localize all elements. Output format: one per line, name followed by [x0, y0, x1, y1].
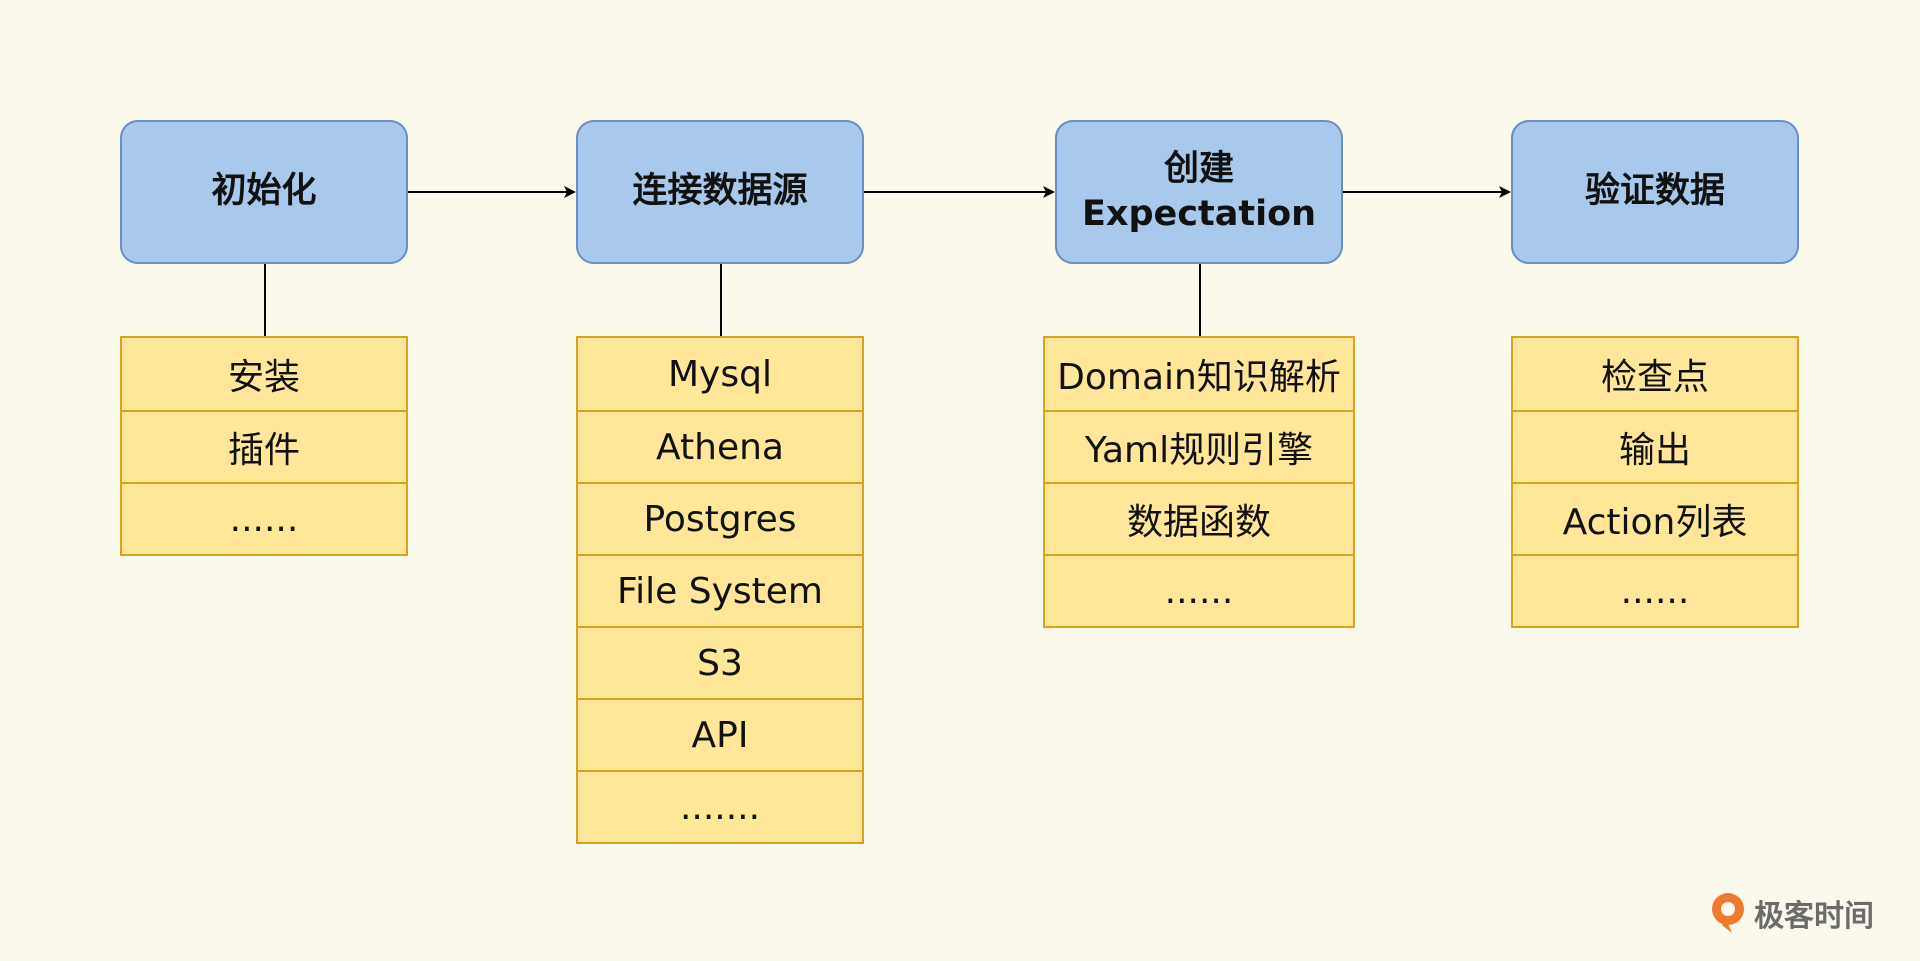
geektime-logo-icon [1712, 893, 1744, 933]
list-item: S3 [578, 626, 862, 698]
list-item: 输出 [1513, 410, 1797, 482]
list-init: 安装 插件 ...... [120, 336, 408, 556]
connector-init [264, 264, 266, 336]
list-item: Yaml规则引擎 [1045, 410, 1353, 482]
list-item: ...... [1045, 554, 1353, 626]
stage-init-box: 初始化 [120, 120, 408, 264]
connector-connect-datasource [720, 264, 722, 336]
list-item: 检查点 [1600, 357, 1709, 398]
stage-connect-datasource-box: 连接数据源 [576, 120, 864, 264]
list-item: ...... [122, 482, 406, 554]
geektime-logo: 极客时间 [1708, 888, 1908, 938]
stage-init-title: 初始化 [211, 171, 317, 212]
list-item: 插件 [122, 410, 406, 482]
list-item: Athena [578, 410, 862, 482]
list-item: Postgres [578, 482, 862, 554]
list-item: Domain知识解析 [1057, 357, 1341, 398]
list-item: 安装 [227, 357, 300, 398]
stage-create-expectation-title: 创建 Expectation [1081, 148, 1317, 235]
list-validate-data: 检查点 输出 Action列表 ...... [1511, 336, 1799, 628]
list-item: ....... [578, 770, 862, 842]
stage-validate-data-box: 验证数据 [1511, 120, 1799, 264]
connector-create-expectation [1199, 264, 1201, 336]
list-item: File System [578, 554, 862, 626]
stage-create-expectation-box: 创建 Expectation [1055, 120, 1343, 264]
stage-connect-datasource-title: 连接数据源 [632, 171, 808, 212]
list-item: 数据函数 [1045, 482, 1353, 554]
list-create-expectation: Domain知识解析 Yaml规则引擎 数据函数 ...... [1043, 336, 1355, 628]
list-connect-datasource: Mysql Athena Postgres File System S3 API… [576, 336, 864, 844]
list-item: Mysql [668, 353, 772, 395]
stage-validate-data-title: 验证数据 [1584, 171, 1725, 212]
logo-text: 极客时间 [1754, 899, 1874, 934]
list-item: ...... [1513, 554, 1797, 626]
list-item: API [578, 698, 862, 770]
list-item: Action列表 [1513, 482, 1797, 554]
